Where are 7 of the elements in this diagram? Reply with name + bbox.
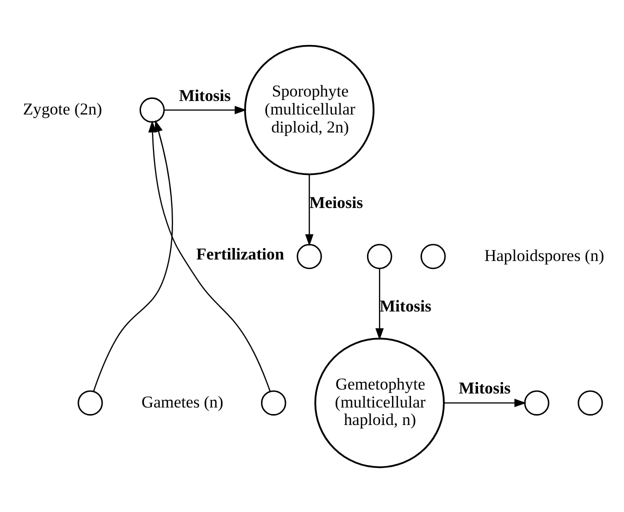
edge-label: Mitosis (380, 296, 432, 316)
node-label: Zygote (2n) (22, 98, 102, 118)
edge-label: Mitosis (178, 85, 231, 104)
node-label: Gametes (n) (141, 392, 224, 411)
edge-label: Fertilization (196, 244, 284, 264)
edge-label: Mitosis (458, 378, 511, 398)
node-label: Haploidspores (n) (484, 245, 604, 264)
